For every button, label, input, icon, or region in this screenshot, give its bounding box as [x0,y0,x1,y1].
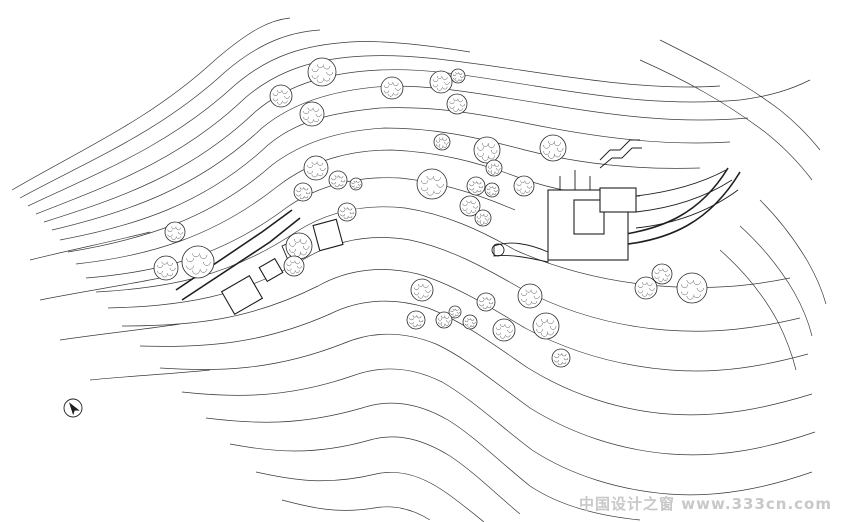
tree-icon [462,314,478,330]
tree-icon [450,68,466,84]
tree-icon [285,232,313,260]
topographic-contours [11,17,827,522]
tree-icon [303,155,329,181]
tree-icon [269,84,293,108]
trees [153,57,708,368]
tree-icon [459,195,481,217]
tree-icon [349,177,363,191]
tree-icon [492,318,516,342]
west-buildings [220,218,344,316]
tree-icon [476,292,496,312]
tree-icon [164,221,186,243]
tree-icon [517,283,543,309]
tree-icon [634,276,658,300]
tree-icon [473,136,501,164]
tree-icon [380,76,404,100]
tree-icon [466,176,486,196]
tree-icon [433,133,451,151]
tree-icon [651,263,673,285]
tree-icon [676,272,708,304]
tree-icon [474,209,492,227]
tree-icon [484,182,500,198]
watermark: 中国设计之窗 www.333cn.com [579,495,832,513]
tree-icon [513,175,535,197]
tree-icon [293,182,313,202]
tree-icon [299,101,325,127]
main-house [491,139,739,263]
tree-icon [410,278,434,302]
tree-icon [337,202,357,222]
tree-icon [448,305,462,319]
north-arrow-icon [63,398,83,418]
tree-icon [485,159,503,177]
tree-icon [153,255,179,281]
tree-icon [416,168,448,200]
tree-icon [328,170,348,190]
tree-icon [435,311,453,329]
tree-icon [283,255,305,277]
tree-icon [429,70,453,94]
tree-icon [532,312,560,340]
tree-icon [539,134,567,162]
tree-icon [181,245,215,279]
tree-icon [446,93,468,115]
tree-icon [307,57,337,87]
tree-icon [551,348,571,368]
tree-icon [406,310,426,330]
